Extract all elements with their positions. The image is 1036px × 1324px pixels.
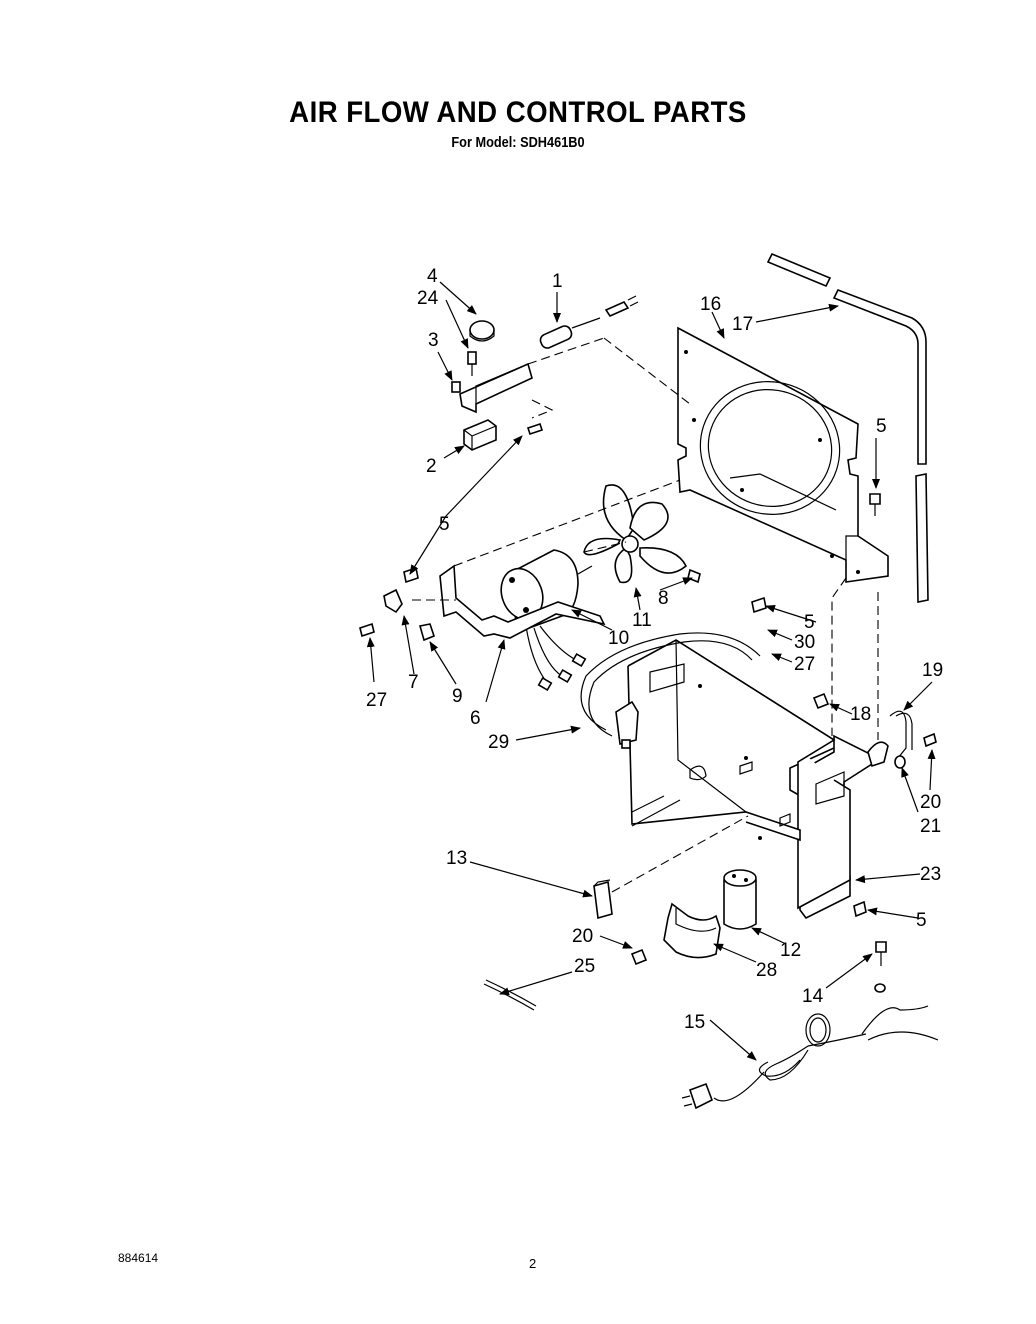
callout-27-left: 27 — [366, 690, 387, 711]
capacitor-assembly — [593, 815, 757, 966]
base-pan — [627, 639, 889, 920]
bracket-hardware — [359, 493, 881, 642]
page-number: 2 — [529, 1256, 537, 1271]
model-subtitle: For Model: SDH461B0 — [451, 134, 585, 151]
callout-7: 7 — [408, 672, 419, 693]
callout-25: 25 — [574, 956, 595, 977]
document-number: 884614 — [118, 1251, 159, 1265]
callout-21: 21 — [920, 816, 941, 837]
power-cord — [681, 941, 939, 1110]
callout-24: 24 — [417, 288, 439, 309]
page-title: AIR FLOW AND CONTROL PARTS — [289, 96, 747, 129]
callout-18: 18 — [850, 704, 871, 725]
callout-4: 4 — [427, 266, 438, 287]
callout-27-right: 27 — [794, 654, 815, 675]
wire-harness — [580, 632, 761, 749]
callout-19: 19 — [922, 660, 943, 681]
fan-blade — [583, 484, 688, 584]
callout-12: 12 — [780, 940, 801, 961]
callout-17: 17 — [732, 314, 753, 335]
callout-29: 29 — [488, 732, 509, 753]
callout-23: 23 — [920, 864, 941, 885]
callout-9: 9 — [452, 686, 463, 707]
thermostat-bulb — [539, 295, 639, 349]
callout-20-lower: 20 — [572, 926, 593, 947]
callout-28: 28 — [756, 960, 777, 981]
callout-1: 1 — [552, 271, 563, 292]
callout-14: 14 — [802, 986, 824, 1007]
shroud-panel — [677, 326, 889, 583]
callout-5-panel: 5 — [876, 416, 887, 437]
wire-tie — [483, 979, 537, 1011]
callout-2: 2 — [426, 456, 437, 477]
callout-10: 10 — [608, 628, 629, 649]
callout-16: 16 — [700, 294, 721, 315]
control-bracket — [451, 320, 691, 451]
motor-mount-bracket — [412, 479, 681, 639]
callout-20-right: 20 — [920, 792, 941, 813]
callout-13: 13 — [446, 848, 467, 869]
right-side-hardware — [812, 577, 937, 918]
callout-8: 8 — [658, 588, 669, 609]
callout-5-upper-left: 5 — [439, 514, 450, 535]
gasket-strips — [766, 252, 929, 603]
callout-3: 3 — [428, 330, 439, 351]
callout-15: 15 — [684, 1012, 705, 1033]
callout-5-mid: 5 — [804, 612, 815, 633]
callout-5-lower: 5 — [916, 910, 927, 931]
callout-leaders — [366, 281, 936, 1061]
callout-11: 11 — [632, 610, 652, 631]
callout-labels: 4 24 1 3 16 17 2 5 5 5 5 8 11 10 30 27 2… — [366, 266, 943, 1033]
callout-6: 6 — [470, 708, 481, 729]
callout-30: 30 — [794, 632, 815, 653]
